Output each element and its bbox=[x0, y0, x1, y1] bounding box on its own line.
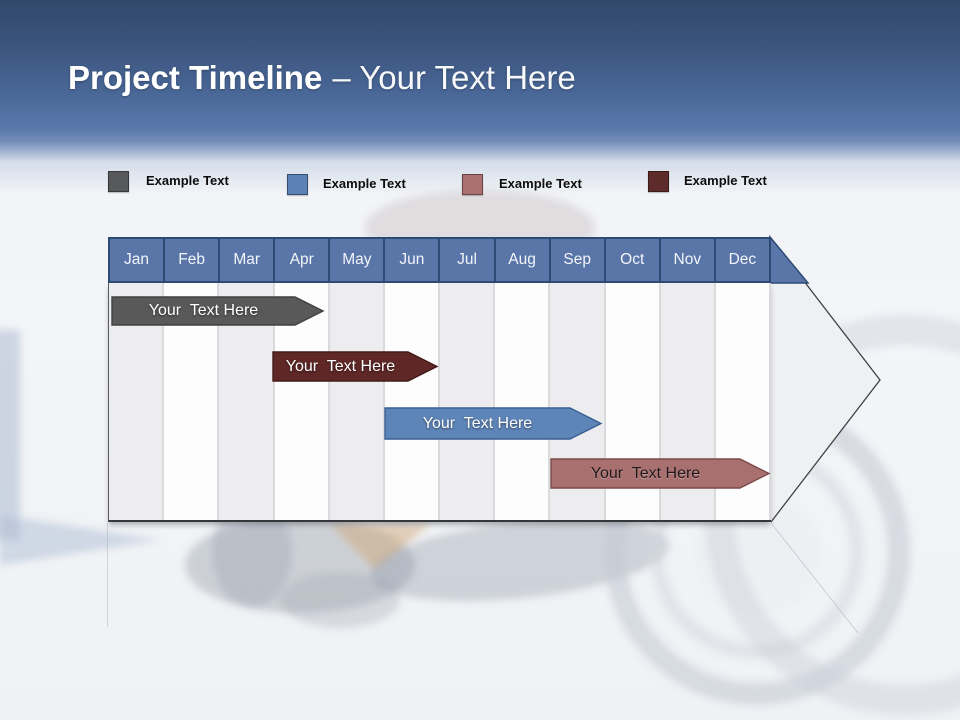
legend-label: Example Text bbox=[146, 173, 229, 188]
legend-swatch-maroon bbox=[648, 171, 669, 192]
month-cell-may: May bbox=[330, 239, 386, 281]
legend-label: Example Text bbox=[684, 173, 767, 188]
month-column bbox=[495, 283, 551, 520]
legend-swatch-blue bbox=[287, 174, 308, 195]
slide-title-sub: – Your Text Here bbox=[332, 59, 576, 96]
task-bar-label: Your Text Here bbox=[148, 302, 259, 319]
month-column bbox=[440, 283, 496, 520]
task-bar-label: Your Text Here bbox=[422, 414, 533, 432]
task-bar-label: Your Text Here bbox=[285, 357, 396, 375]
month-cell-sep: Sep bbox=[551, 239, 606, 281]
month-cell-aug: Aug bbox=[496, 239, 551, 281]
slide-title: Project Timeline– Your Text Here bbox=[68, 58, 576, 98]
month-column bbox=[384, 283, 441, 520]
header-band bbox=[0, 0, 960, 200]
month-cell-feb: Feb bbox=[165, 239, 221, 281]
arrowhead-header-triangle bbox=[769, 234, 810, 284]
timeline-month-header: Jan Feb Mar Apr May Jun Jul Aug Sep Oct … bbox=[108, 237, 771, 283]
task-bar-label: Your Text Here bbox=[590, 464, 701, 482]
month-cell-mar: Mar bbox=[220, 239, 276, 281]
month-cell-dec: Dec bbox=[728, 251, 757, 268]
legend-label: Example Text bbox=[323, 176, 406, 191]
arrowhead bbox=[769, 236, 881, 523]
month-cell-nov: Nov bbox=[661, 239, 716, 281]
month-cell-jul: Jul bbox=[440, 239, 496, 281]
month-cell-oct: Oct bbox=[606, 239, 661, 281]
legend-swatch-rose bbox=[462, 174, 483, 195]
reflection-line bbox=[770, 522, 859, 634]
slide-title-main: Project Timeline bbox=[68, 59, 323, 96]
month-cell-jan: Jan bbox=[110, 239, 166, 281]
month-column bbox=[329, 283, 385, 520]
month-cell-jun: Jun bbox=[385, 239, 441, 281]
legend-swatch-gray bbox=[108, 171, 129, 192]
legend-label: Example Text bbox=[499, 176, 582, 191]
month-cell-apr: Apr bbox=[275, 239, 331, 281]
